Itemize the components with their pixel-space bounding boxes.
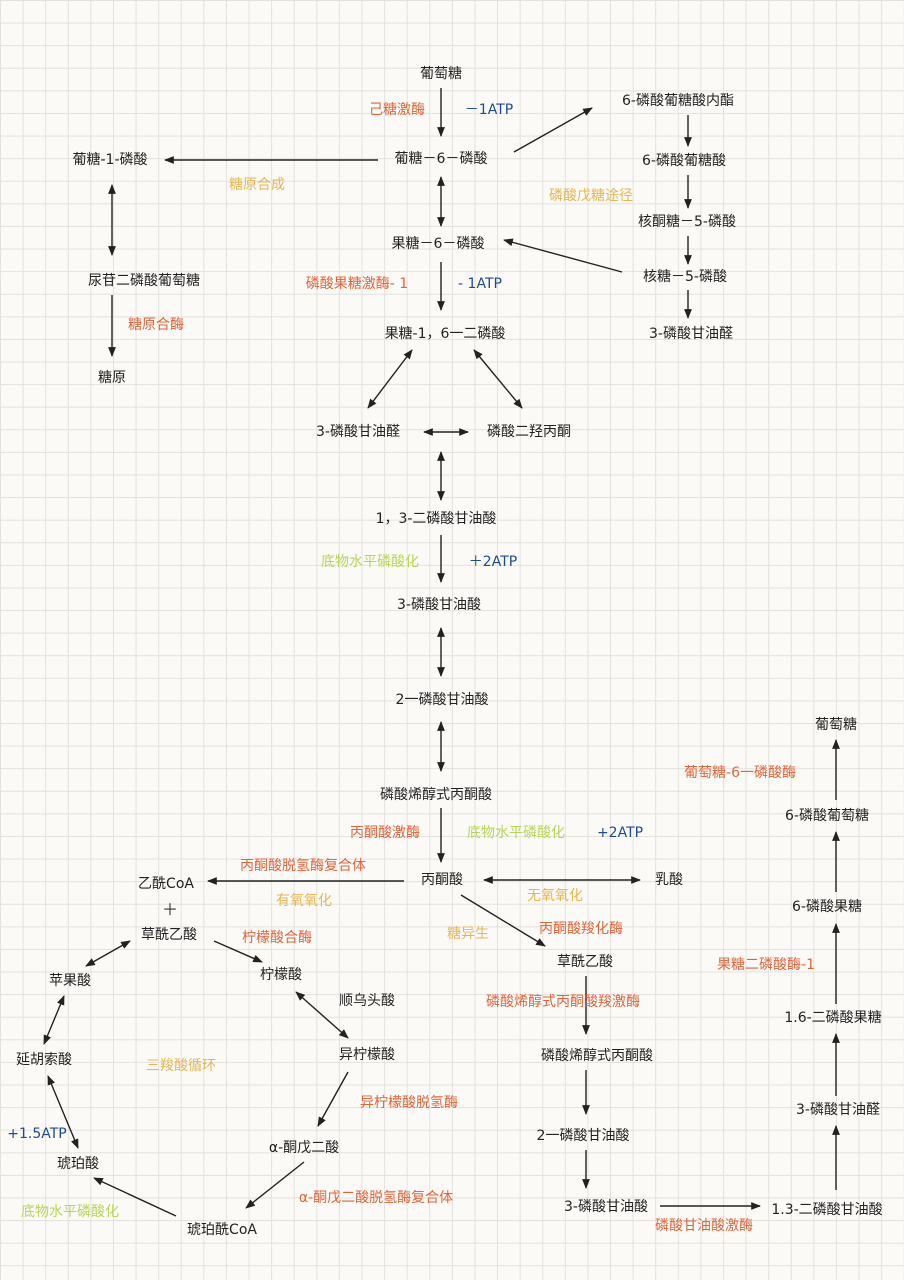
node-fumarate: 延胡索酸: [16, 1052, 72, 1068]
node-udpg: 尿苷二磷酸葡萄糖: [88, 273, 200, 289]
node-ppp-lactone: 6-磷酸葡糖酸内酯: [622, 93, 734, 109]
node-gng-pg2: 2一磷酸甘油酸: [536, 1128, 630, 1144]
pathway-gluconeogenesis: 糖异生: [447, 926, 489, 942]
arrow-fbp-dhap: [473, 349, 523, 409]
pathway-tca: 三羧酸循环: [146, 1058, 216, 1074]
node-dhap: 磷酸二羟丙酮: [487, 424, 571, 440]
enzyme-pfk: 磷酸果糖激酶- 1: [305, 276, 409, 292]
enzyme-citrate-synthase: 柠檬酸合酶: [242, 930, 312, 946]
arrow-succinate-fumarate: [47, 1075, 79, 1149]
node-malate: 苹果酸: [49, 973, 91, 989]
enzyme-g6pase: 葡萄糖-6一磷酸酶: [684, 765, 796, 781]
atp-hexokinase: －1ATP: [464, 102, 514, 118]
enzyme-pyruvate-kinase: 丙酮酸激酶: [350, 825, 420, 841]
node-oaa: 草酰乙酸: [141, 927, 197, 943]
enzyme-pgk: 磷酸甘油酸激酶: [655, 1218, 753, 1234]
node-gap: 3-磷酸甘油醛: [316, 424, 400, 440]
arrow-fumarate-malate: [43, 995, 65, 1045]
node-succinylcoa: 琥珀酰CoA: [187, 1222, 257, 1238]
node-isocitrate: 异柠檬酸: [339, 1047, 395, 1063]
arrow-g6p-lactone: [513, 107, 593, 153]
node-gng-g6p: 6-磷酸葡萄糖: [785, 808, 869, 824]
node-gng-oaa: 草酰乙酸: [557, 954, 613, 970]
arrow-pyruvate-oaa-gng: [460, 894, 546, 947]
pathway-glycogenesis: 糖原合成: [229, 177, 285, 193]
enzyme-pepck: 磷酸烯醇式丙酮酸羧激酶: [486, 994, 640, 1010]
node-fbp: 果糖-1，6一二磷酸: [384, 326, 506, 342]
substrate-level-glycolysis: 底物水平磷酸化: [321, 554, 419, 570]
substrate-level-pyruvate: 底物水平磷酸化: [467, 825, 565, 841]
node-bpg13: 1，3-二磷酸甘油酸: [375, 511, 497, 527]
enzyme-hexokinase: 己糖激酶: [369, 102, 425, 118]
atp-tca: +1.5ATP: [7, 1126, 67, 1142]
node-g1p: 葡糖-1-磷酸: [72, 152, 148, 168]
enzyme-akgdh: α-酮戊二酸脱氢酶复合体: [298, 1190, 454, 1206]
arrow-oaa-citrate: [213, 940, 263, 963]
arrow-malate-oaa: [85, 940, 131, 967]
node-gng-gap: 3-磷酸甘油醛: [796, 1102, 880, 1118]
node-ppp-r5p: 核糖－5-磷酸: [643, 269, 727, 285]
node-citrate: 柠檬酸: [260, 967, 302, 983]
node-ppp-gap: 3-磷酸甘油醛: [649, 326, 733, 342]
node-gng-fbp: 1.6-二磷酸果糖: [784, 1010, 882, 1026]
pathway-ppp: 磷酸戊糖途径: [549, 188, 633, 204]
pathway-anaerobic: 无氧氧化: [527, 888, 583, 904]
node-glucose: 葡萄糖: [420, 66, 462, 82]
atp-pfk: - 1ATP: [458, 276, 502, 292]
plus-sign: ＋: [161, 900, 179, 919]
node-pg3: 3-磷酸甘油酸: [397, 597, 481, 613]
enzyme-idh: 异柠檬酸脱氢酶: [360, 1095, 458, 1111]
node-glycogen: 糖原: [98, 370, 126, 386]
node-gng-bpg: 1.3-二磷酸甘油酸: [771, 1202, 883, 1218]
node-gng-pep: 磷酸烯醇式丙酮酸: [541, 1048, 653, 1064]
node-pg2: 2一磷酸甘油酸: [395, 692, 489, 708]
node-succinate: 琥珀酸: [57, 1156, 99, 1172]
node-ppp-ru5p: 核酮糖－5-磷酸: [638, 214, 736, 230]
enzyme-glycogen-synthase: 糖原合酶: [128, 317, 184, 333]
atp-pyruvate-kinase: +2ATP: [596, 825, 644, 841]
node-g6p: 葡糖－6－磷酸: [394, 151, 488, 167]
enzyme-fbpase: 果糖二磷酸酶-1: [717, 957, 815, 973]
node-gng-pg3: 3-磷酸甘油酸: [564, 1199, 648, 1215]
enzyme-pdh: 丙酮酸脱氢酶复合体: [240, 858, 366, 874]
atp-glycolysis-substrate: ＋2ATP: [468, 554, 518, 570]
node-cisaconitate: 顺乌头酸: [339, 993, 395, 1009]
node-akg: α-酮戊二酸: [268, 1140, 340, 1156]
node-pep: 磷酸烯醇式丙酮酸: [380, 787, 492, 803]
arrow-akg-succinylcoa: [245, 1161, 305, 1209]
arrow-succinylcoa-succinate: [93, 1177, 177, 1217]
arrow-citrate-isocitrate: [295, 991, 349, 1039]
node-ppp-gluconate: 6-磷酸葡糖酸: [642, 153, 726, 169]
pathway-aerobic: 有氧氧化: [276, 893, 332, 909]
node-gng-glucose: 葡萄糖: [815, 717, 857, 733]
arrow-isocitrate-akg: [317, 1071, 349, 1127]
substrate-level-tca: 底物水平磷酸化: [21, 1204, 119, 1220]
node-pyruvate: 丙酮酸: [421, 872, 463, 888]
node-f6p: 果糖－6－磷酸: [391, 236, 485, 252]
arrow-r5p-f6p: [503, 238, 623, 273]
node-gng-f6p: 6-磷酸果糖: [792, 899, 862, 915]
enzyme-pyruvate-carboxylase: 丙酮酸羧化酶: [539, 921, 623, 937]
node-lactate: 乳酸: [655, 872, 683, 888]
node-acetylcoa: 乙酰CoA: [138, 876, 194, 892]
arrow-fbp-gap: [367, 349, 413, 409]
